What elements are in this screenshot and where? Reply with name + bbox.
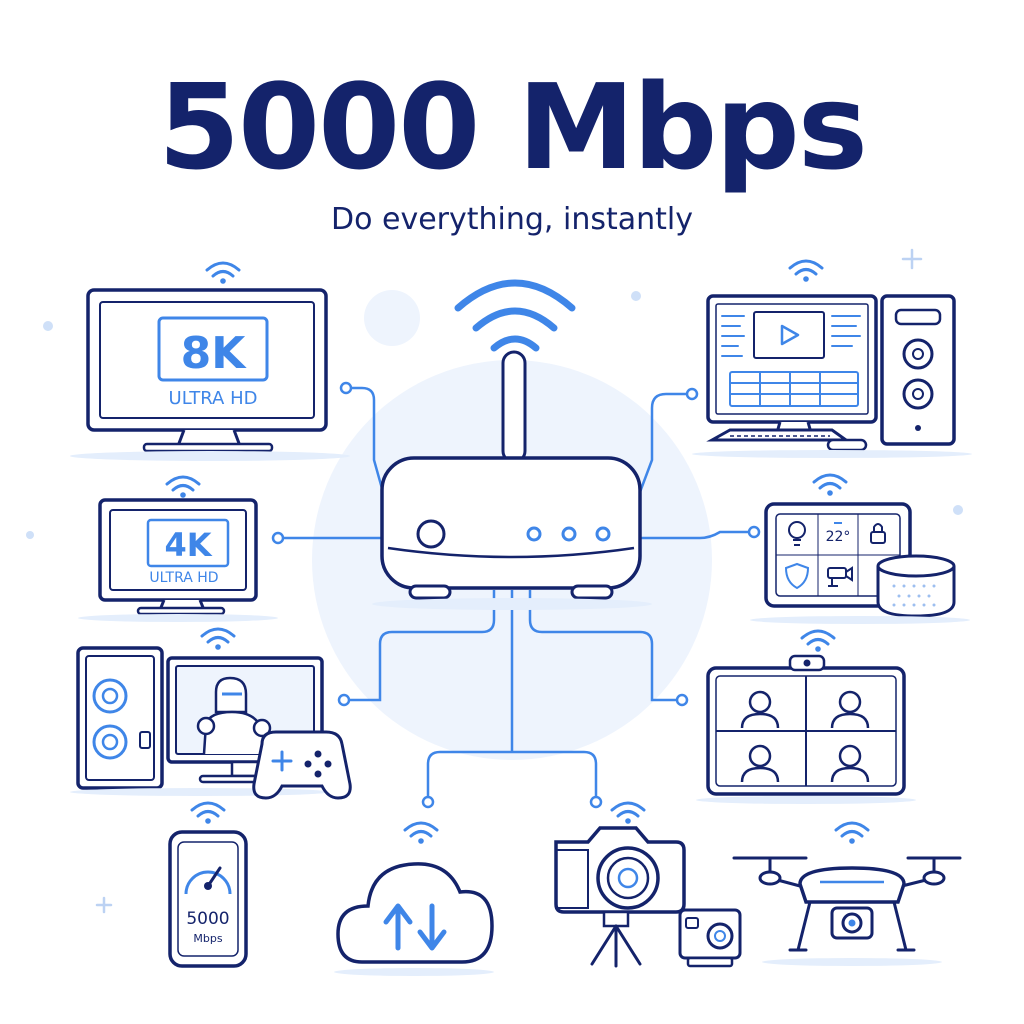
security-camera-icon: [827, 566, 853, 587]
game-character-icon: [196, 676, 272, 755]
background-bubble: [364, 290, 420, 346]
sparkle-icon: [95, 896, 113, 914]
background-dot: [631, 291, 641, 301]
router-icon: [372, 279, 652, 610]
television-icon: 8K ULTRA HD: [70, 261, 350, 461]
background-dot: [953, 505, 963, 515]
sparkle-icon: [901, 248, 923, 270]
smart-home-panel-icon: 22°: [764, 473, 912, 608]
phone-speed-unit: Mbps: [193, 932, 222, 945]
smartphone-icon: 5000 Mbps: [168, 801, 248, 968]
smart-speaker-icon: [750, 554, 970, 624]
action-camera-icon: [678, 908, 742, 968]
lock-icon: [870, 523, 886, 544]
tv-8k-badge: 8K: [181, 328, 248, 379]
editor-timeline: [729, 371, 859, 407]
tv-8k-caption: ULTRA HD: [169, 388, 258, 409]
light-bulb-icon: [788, 521, 806, 546]
camera-icon: [554, 801, 686, 968]
headline: 5000 Mbps: [157, 58, 868, 196]
drone-icon: [732, 821, 962, 966]
phone-speed-value: 5000: [186, 909, 229, 929]
editor-sidebar: [721, 315, 861, 357]
speedometer-icon: [184, 866, 232, 895]
background-dot: [43, 321, 53, 331]
tagline: Do everything, instantly: [331, 202, 693, 237]
play-icon: [780, 324, 800, 346]
cloud-sync-icon: [334, 821, 494, 976]
shield-icon: [784, 562, 810, 590]
temperature-readout: 22°: [826, 529, 851, 545]
connection-nodes: [271, 381, 761, 809]
tv-4k-caption: ULTRA HD: [149, 570, 218, 586]
video-call-icon: [696, 629, 916, 804]
tv-4k-badge: 4K: [164, 526, 212, 564]
desktop-pc-icon: [692, 259, 972, 458]
connection-lines: [280, 386, 752, 800]
gamepad-icon: [252, 730, 352, 800]
wifi-icon: [454, 279, 576, 352]
background-dot: [26, 531, 34, 539]
television-icon: 4K ULTRA HD: [78, 475, 278, 622]
